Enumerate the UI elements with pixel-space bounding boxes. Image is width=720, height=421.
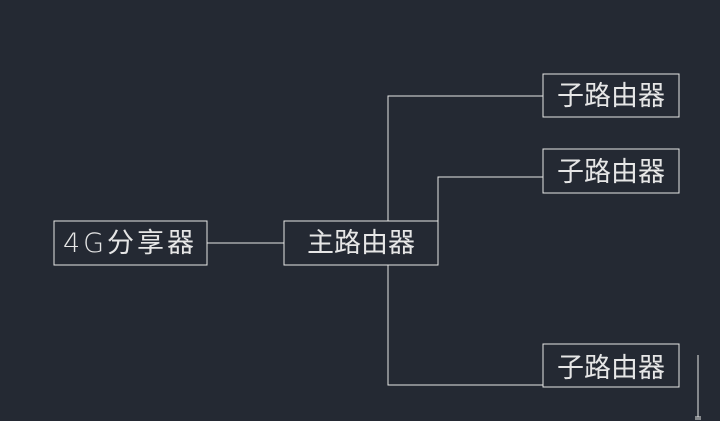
node-main-router-label: 主路由器 <box>307 228 415 259</box>
edge-main-router-sub-router-3 <box>387 265 543 386</box>
node-sub-router-2-label: 子路由器 <box>557 157 665 188</box>
node-sub-router-1: 子路由器 <box>542 73 680 118</box>
edge-main-router-sub-router-2 <box>437 176 543 221</box>
node-sub-router-3-label: 子路由器 <box>557 353 665 384</box>
node-sub-router-2: 子路由器 <box>542 148 680 194</box>
ucs-axis-marker-icon <box>695 355 701 420</box>
node-sub-router-1-box <box>542 73 680 118</box>
node-sub-router-3-box <box>542 343 680 388</box>
node-sub-router-3: 子路由器 <box>542 343 680 388</box>
node-main-router: 主路由器 <box>283 220 439 266</box>
edge-main-router-sub-router-1 <box>387 95 543 221</box>
node-main-router-box <box>283 220 439 266</box>
node-modem-label: 4G分享器 <box>63 228 197 259</box>
node-sub-router-2-box <box>542 148 680 194</box>
node-sub-router-1-label: 子路由器 <box>557 81 665 112</box>
node-modem-box <box>53 220 208 266</box>
connectors <box>207 95 543 386</box>
node-modem: 4G分享器 <box>53 220 208 266</box>
